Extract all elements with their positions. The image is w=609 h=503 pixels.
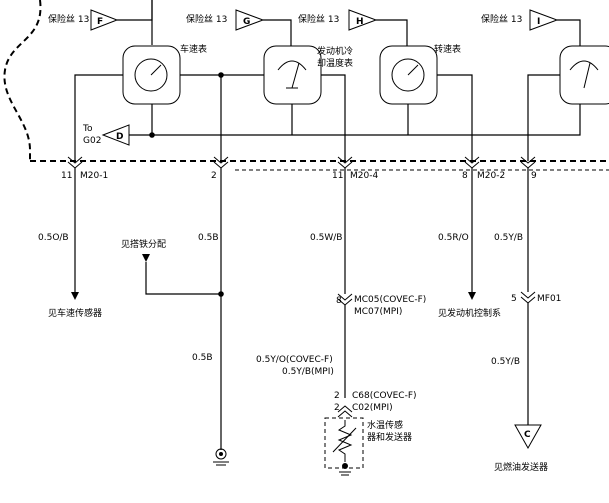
pin2-label: 2	[211, 171, 217, 181]
m20-4-pin: 11	[332, 171, 343, 181]
wire-w2: 0.5B	[198, 233, 219, 243]
coolant-temp-gauge-body	[263, 45, 322, 105]
mf01-name: MF01	[537, 294, 561, 304]
c68-pin2: 2	[334, 403, 340, 413]
ref-fuel-sender: 见燃油发送器	[494, 461, 548, 473]
coolant-temp-signal-wire	[321, 74, 346, 161]
wire-w4: 0.5R/O	[438, 233, 469, 243]
fuse-h-connector-icon	[348, 9, 378, 31]
harness-boundary-curve	[3, 0, 42, 160]
offpage-d-letter: D	[116, 132, 123, 142]
coolant-temp-label-1: 发动机冷	[317, 45, 353, 57]
offpage-c-connector-icon	[514, 424, 542, 450]
fuse-f-label: 保险丝 13	[48, 13, 89, 25]
temp-sensor: 水温传感 器和发送器	[324, 417, 412, 476]
engine-control-arrow	[468, 292, 476, 300]
mc05-pin: 8	[336, 296, 342, 306]
speed-signal-wire	[74, 74, 123, 161]
pin9-label: 9	[531, 171, 537, 181]
ground-symbol	[213, 448, 229, 466]
fuse-g: 保险丝 13 G	[186, 9, 265, 31]
fuel-gauge-body	[559, 45, 609, 105]
offpage-d: To G02 D	[82, 124, 130, 146]
ground-symbol-ring	[215, 448, 227, 460]
speedometer: 车速表	[122, 43, 207, 105]
wire-w8-line2: 0.5Y/B(MPI)	[282, 367, 334, 377]
to-g02-label: G02	[83, 136, 101, 146]
tacho-signal-wire	[437, 74, 473, 161]
wire-w6: 0.5B	[192, 353, 213, 363]
fuel-gauge-dial	[569, 60, 599, 71]
mc05-line1: MC05(COVEC-F)	[354, 295, 426, 305]
fuse-g-wire	[263, 19, 292, 46]
wire-w1: 0.5O/B	[38, 233, 69, 243]
coolant-temp-gauge: 发动机冷 却温度表	[263, 45, 353, 105]
fuse-i-label: 保险丝 13	[481, 13, 522, 25]
fuel-signal-wire	[527, 74, 560, 161]
chevron-c68	[337, 405, 353, 418]
fuel-gauge-needle	[583, 62, 591, 89]
fuse-g-letter: G	[243, 17, 250, 27]
mc05-line2: MC07(MPI)	[354, 307, 402, 317]
coolant-temp-needle	[291, 62, 300, 89]
wire-w5: 0.5Y/B	[494, 233, 523, 243]
m20-2-name: M20-2	[477, 171, 505, 181]
ground-symbol-dot	[219, 452, 223, 456]
coolant-temp-dial	[277, 60, 307, 71]
fuse-f-connector-icon	[90, 9, 119, 31]
speedometer-dial	[134, 58, 168, 92]
c68-pin1: 2	[334, 391, 340, 401]
speed-sensor-arrow	[71, 292, 79, 300]
tachometer: 转速表	[379, 43, 461, 105]
fuse-h-label: 保险丝 13	[298, 13, 339, 25]
speedometer-label: 车速表	[180, 43, 207, 55]
wire-w7: 0.5Y/B	[491, 357, 520, 367]
illumination-bus-wire	[129, 104, 581, 136]
fuse-h: 保险丝 13 H	[298, 9, 378, 31]
temp-sensor-label-2: 器和发送器	[367, 431, 412, 443]
to-label: To	[82, 124, 93, 134]
c68-line1: C68(COVEC-F)	[352, 391, 417, 401]
fuse-i: 保险丝 13 I	[481, 9, 559, 31]
ref-ground-dist: 见搭铁分配	[121, 238, 166, 250]
fuse-h-wire	[376, 19, 408, 46]
offpage-d-connector-icon	[101, 124, 130, 146]
ground-dist-wire	[145, 262, 221, 295]
chevron-mf01	[520, 291, 536, 304]
wire-w3: 0.5W/B	[310, 233, 342, 243]
wire-w8-line1: 0.5Y/O(COVEC-F)	[256, 355, 333, 365]
temp-sensor-label-1: 水温传感	[367, 419, 403, 431]
connector-chevrons	[67, 156, 536, 169]
temp-sensor-resistor	[337, 420, 353, 462]
speedometer-needle	[150, 64, 162, 76]
fuse-f-wire	[117, 0, 153, 21]
ref-speed-sensor: 见车速传感器	[48, 307, 102, 319]
ground-dist-arrow	[142, 254, 150, 262]
fuse-f: 保险丝 13 F	[48, 9, 119, 31]
fuel-gauge	[559, 45, 609, 105]
tachometer-dial	[391, 58, 425, 92]
fuse-i-connector-icon	[529, 9, 559, 31]
fuse-f-letter: F	[97, 17, 103, 27]
fuse-h-letter: H	[356, 17, 364, 27]
fuse-g-connector-icon	[235, 9, 265, 31]
tachometer-label: 转速表	[434, 43, 461, 55]
m20-4-name: M20-4	[350, 171, 378, 181]
ref-engine-control: 见发动机控制系	[438, 307, 501, 319]
fuse-i-wire	[557, 19, 581, 46]
mf01-pin: 5	[511, 294, 517, 304]
m20-1-name: M20-1	[80, 171, 108, 181]
coolant-temp-label-2: 却温度表	[317, 57, 353, 69]
offpage-c-letter: C	[524, 430, 531, 440]
tachometer-needle	[407, 64, 419, 76]
fuse-g-label: 保险丝 13	[186, 13, 227, 25]
temp-sensor-variable-arrow	[332, 427, 357, 453]
m20-1-pin: 11	[61, 171, 72, 181]
m20-2-pin: 8	[462, 171, 468, 181]
fuse-i-letter: I	[537, 17, 540, 27]
c68-line2: C02(MPI)	[352, 403, 393, 413]
temp-sensor-box	[324, 417, 364, 469]
temp-sensor-ground-dot	[342, 463, 348, 469]
